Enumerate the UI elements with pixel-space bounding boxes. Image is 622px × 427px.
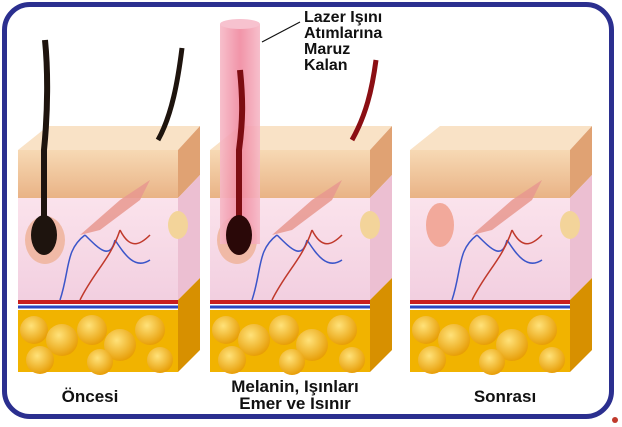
hair-bulb (31, 215, 57, 255)
fat-layer (18, 310, 178, 375)
caption-after-text: Sonrası (474, 387, 536, 406)
caption-during-line2: Emer ve Isınır (210, 395, 380, 412)
caption-after: Sonrası (450, 388, 560, 405)
caption-during: Melanin, Işınları Emer ve Isınır (210, 378, 380, 412)
heated-hair-shaft (239, 70, 242, 230)
empty-follicle (426, 203, 454, 247)
caption-before-text: Öncesi (62, 387, 119, 406)
laser-annotation: Lazer Işını Atımlarına Maruz Kalan (304, 10, 382, 74)
caption-before: Öncesi (40, 388, 140, 405)
sebaceous-gland (168, 211, 188, 239)
panel-before (18, 40, 200, 375)
corner-mark (612, 417, 618, 423)
annotation-pointer (262, 22, 300, 42)
hair-shaft (44, 40, 47, 230)
heated-hair-bulb (226, 215, 252, 255)
caption-during-line1: Melanin, Işınları (210, 378, 380, 395)
panel-after (410, 126, 592, 375)
